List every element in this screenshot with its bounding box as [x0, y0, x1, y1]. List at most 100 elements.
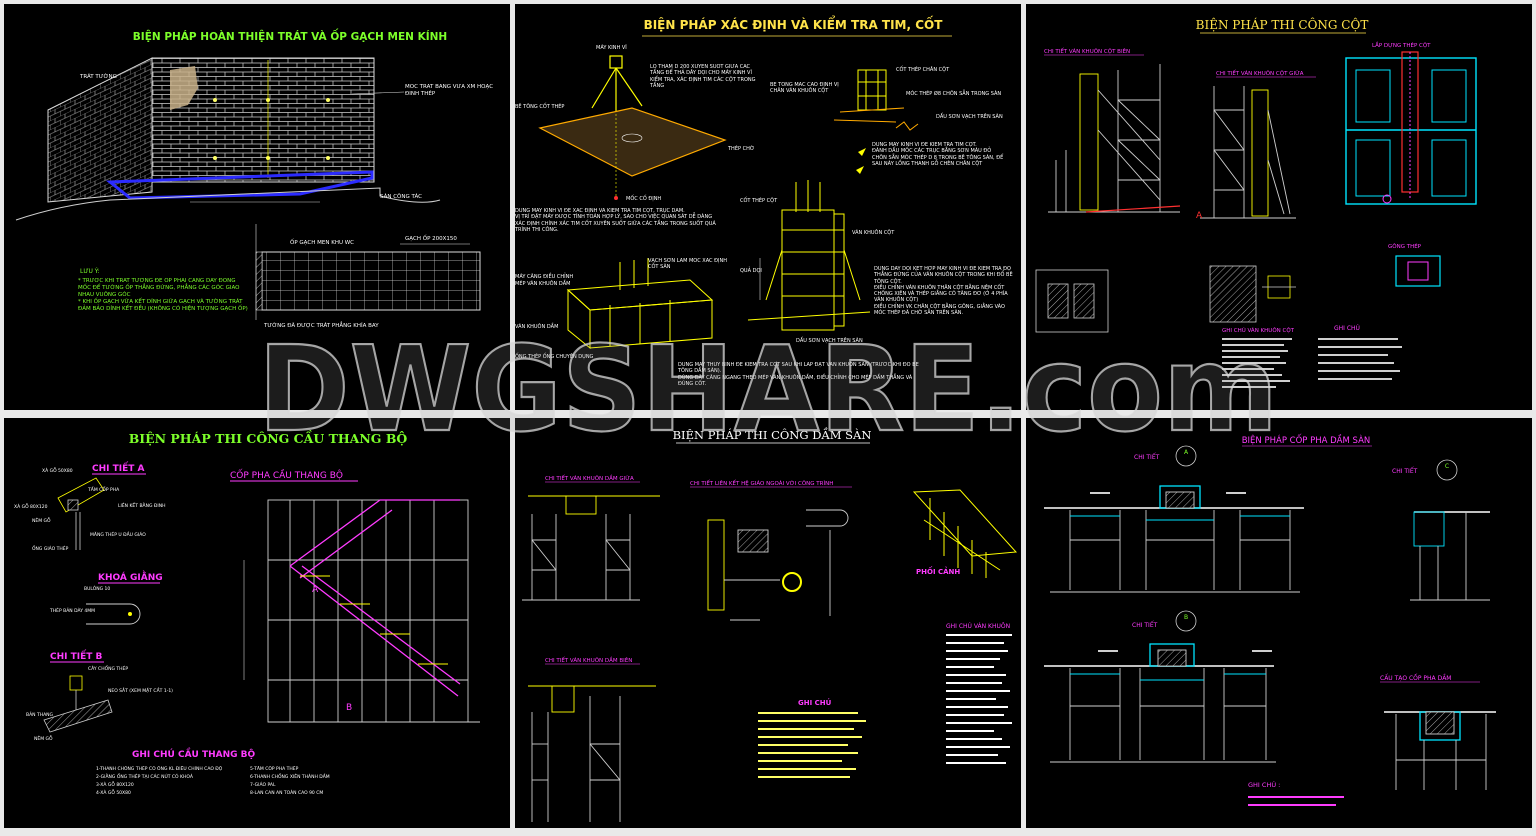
label-dau-son: DẤU SƠN VẠCH TRÊN SÀN	[936, 112, 1003, 120]
detail-c-letter: C	[1445, 463, 1449, 470]
brick-wall-front	[151, 57, 375, 183]
label-moc-thep: MÓC THÉP Ø8 CHÔN SẴN TRONG SÀN	[906, 89, 1001, 97]
panel-3-title: BIỆN PHÁP THI CÔNG CỘT	[1196, 16, 1369, 32]
stair-note-6: 6-THANH CHỐNG XIÊN THÀNH DẦM	[250, 775, 330, 780]
label-khoa-giang: KHOÁ GIẰNG	[98, 570, 163, 583]
label-btct: BÊ TÔNG CỐT THÉP	[515, 102, 564, 110]
label-ghi-chu-cot: GHI CHÚ	[1334, 325, 1360, 332]
label-thep-cho: THÉP CHỜ	[727, 144, 754, 152]
label-be-tong-mac-cao: BÊ TÔNG MÁC CAO ĐỊNH VỊ CHÂN VÁN KHUÔN C…	[770, 82, 839, 95]
column-base-cage	[833, 69, 905, 123]
label-may-cang: MÁY CĂNG ĐIỀU CHỈNH	[515, 272, 573, 280]
label-neo-sat: NEO SẮT (XEM MẶT CẮT 1-1)	[108, 686, 173, 694]
note-dieu-chinh-chan: ĐIỀU CHỈNH VK CHÂN CỘT BẰNG GÔNG, GIẰNG …	[874, 303, 1005, 317]
stair-note-5: 5-TẤM CỐP PHA THÉP	[250, 767, 299, 772]
stair-note-4: 4-XÀ GỖ 50X80	[96, 791, 131, 796]
label-mep-van-khuon: MÉP VÁN KHUÔN DẦM	[515, 279, 570, 287]
panel-1-title: BIỆN PHÁP HOÀN THIỆN TRÁT VÀ ỐP GẠCH MEN…	[133, 28, 447, 43]
stair-note-3: 3-XÀ GỖ 80X120	[96, 783, 134, 788]
detail-b-letter: B	[1184, 614, 1188, 621]
panel-6-title: BIỆN PHÁP CỐP PHA DẦM SÀN	[1242, 433, 1371, 446]
detail-a-bubble	[1175, 445, 1197, 467]
label-xa-go-80x120: XÀ GỖ 80X120	[14, 502, 48, 510]
note-danh-dau: ĐÁNH DẤU MỐC CÁC TRỤC BẰNG SƠN MÀU ĐỎ	[872, 148, 992, 155]
label-san-cong-tac: SÀN CÔNG TÁC	[380, 193, 422, 200]
note-vi-tri-dat-may: VỊ TRÍ ĐẶT MÁY ĐƯỢC TÍNH TOÁN HỢP LÝ, SA…	[515, 214, 716, 233]
label-bulong-10: BULÔNG 10	[84, 585, 110, 592]
label-ghi-chu-van-khuon: GHI CHÚ VÁN KHUÔN	[946, 623, 1010, 630]
detail-a-letter: A	[1184, 449, 1189, 456]
perspective-figure	[912, 489, 1018, 578]
label-section-a: A	[1196, 211, 1203, 221]
label-qua-doi: QUẢ DỌI	[740, 266, 762, 274]
note-1: * TRƯỚC KHI TRÁT TƯỜNG ĐỂ ỐP PHẢI CĂNG D…	[78, 278, 240, 298]
tie-detail-figure	[707, 509, 849, 621]
note-thuy-binh: DÙNG MÁY THỦY BÌNH ĐỂ KIỂM TRA CỐT SAU K…	[678, 362, 919, 375]
note-chon-san: CHÔN SẴN MÓC THÉP D 8 TRONG BÊ TÔNG SÀN,…	[872, 154, 1004, 167]
work-platform	[105, 170, 374, 200]
label-vk-dam-bien: CHI TIẾT VÁN KHUÔN DẦM BIÊN	[545, 656, 632, 664]
note-day-cang: DÙNG DÂY CĂNG NGANG THEO MÉP VÁN KHUÔN D…	[678, 374, 913, 387]
panel-4-title: BIỆN PHÁP THI CÔNG CẦU THANG BỘ	[129, 429, 408, 446]
note-dieu-chinh-than: ĐIỀU CHỈNH VÁN KHUÔN THÂN CỘT BẰNG NÊM C…	[874, 284, 1008, 304]
label-vach-son: VẠCH SƠN LÀM MỐC XÁC ĐỊNH CỐT SÀN	[648, 258, 727, 271]
label-lo-tham: LỖ THĂM D 200 XUYÊN SUỐT GIỮA CÁC TẦNG Đ…	[650, 64, 756, 89]
column-formwork	[747, 180, 871, 331]
label-op-gach: ỐP GẠCH MEN KHU WC	[290, 238, 354, 246]
dimension-ticks	[1090, 492, 1272, 652]
label-lien-ket-he-giao: CHI TIẾT LIÊN KẾT HỆ GIÁO NGOÀI VỚI CÔNG…	[690, 479, 833, 487]
label-cot-thep-chan-cot: CỐT THÉP CHÂN CỘT	[896, 65, 950, 73]
label-ban-thang: BẢN THANG	[26, 710, 54, 718]
label-moc-trat: MỐC TRÁT BẰNG VỮA XM HOẶC ĐINH THÉP	[405, 84, 494, 97]
label-detail-c-title: CHI TIẾT	[1392, 467, 1418, 475]
triangle-markers	[856, 148, 866, 174]
panel-3-background	[1026, 4, 1532, 410]
label-vk-cot-bien: CHI TIẾT VÁN KHUÔN CỘT BIÊN	[1044, 47, 1130, 55]
note-heading: LƯU Ý:	[80, 268, 100, 275]
label-nem-go-a: NÊM GỖ	[32, 516, 51, 524]
label-chi-tiet-a: CHI TIẾT A	[92, 461, 145, 474]
detail-b-bubble	[1175, 610, 1197, 632]
clamp-figure	[86, 603, 141, 625]
detail-a-formwork	[1044, 485, 1304, 593]
panel-3-drawing: BIỆN PHÁP THI CÔNG CỘT CHI TIẾT VÁN KHUÔ…	[1035, 16, 1477, 388]
label-chi-tiet-b: CHI TIẾT B	[50, 649, 103, 662]
panel-5-drawing: BIỆN PHÁP THI CÔNG DẦM SÀN CHI TIẾT VÁN …	[522, 427, 1018, 822]
panel-4-drawing: BIỆN PHÁP THI CÔNG CẦU THANG BỘ CHI TIẾT…	[14, 429, 480, 796]
beam-note-lines	[758, 712, 866, 778]
label-gong-thep: GÔNG THÉP	[1388, 242, 1422, 250]
beam-formwork-section	[1384, 711, 1496, 790]
label-moc-co-dinh: MỐC CỐ ĐỊNH	[626, 194, 661, 202]
beam-formwork	[566, 258, 714, 350]
label-ghi-chu-cop-pha: GHI CHÚ :	[1248, 780, 1280, 789]
label-trat-tuong: TRÁT TƯỜNG	[79, 73, 117, 80]
label-detail-a-title: CHI TIẾT	[1134, 453, 1160, 461]
ground-line	[15, 187, 441, 221]
theodolite	[591, 55, 643, 114]
label-dau-son-2: DẤU SƠN VẠCH TRÊN SÀN	[796, 336, 863, 344]
stair-note-8: 8-LAN CAN AN TOÀN CAO 90 CM	[250, 791, 324, 796]
label-tam-cop-pha: TẤM CỐP PHA	[87, 485, 120, 493]
label-cop-pha-cau-thang: CỐP PHA CẦU THANG BỘ	[230, 468, 343, 481]
label-lien-ket-dinh: LIÊN KẾT BẰNG ĐINH	[118, 501, 165, 509]
formwork-note-lines	[946, 634, 1012, 764]
label-lap-dung-thep: LẮP DỰNG THÉP CỘT	[1372, 41, 1431, 49]
panel-4-background	[4, 418, 510, 828]
edge-beam-scaffold	[528, 685, 656, 822]
label-van-khuon-cot: VÁN KHUÔN CỘT	[852, 229, 895, 236]
label-cot-thep-cot: CỐT THÉP CỘT	[740, 196, 778, 204]
label-ghi-chu-dam: GHI CHÚ	[798, 698, 832, 707]
label-vk-cot-giua: CHI TIẾT VÁN KHUÔN CỘT GIỮA	[1216, 69, 1304, 77]
middle-beam-scaffold	[522, 495, 660, 601]
detail-a-figure	[57, 477, 105, 550]
label-nem-go-b: NÊM GỖ	[34, 734, 53, 742]
plaster-patch	[170, 66, 198, 110]
label-mang-thep: MĂNG THÉP U ĐẦU GIÁO	[90, 530, 146, 538]
column-note-lines	[1222, 338, 1402, 388]
brick-wall-side	[47, 57, 153, 203]
stair-supports	[300, 575, 448, 665]
note-kinh-vi: DÙNG MÁY KINH VĨ ĐỂ XÁC ĐỊNH VÀ KIỂM TRA…	[515, 208, 685, 214]
tile-wall-section	[261, 251, 481, 311]
stair-note-1: 1-THANH CHỐNG THÉP CÓ ỐNG KL ĐIỀU CHỈNH …	[96, 767, 223, 772]
detail-b-figure	[43, 675, 113, 733]
